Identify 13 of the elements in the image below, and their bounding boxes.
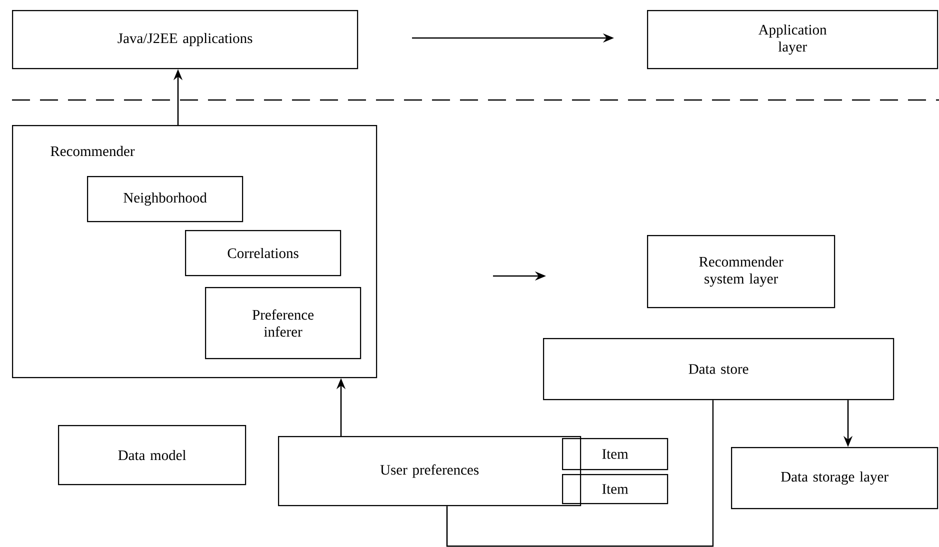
process-box: Correlations	[185, 230, 342, 276]
layer-label-box: Data storage layer	[731, 447, 938, 510]
process-box: Data store	[543, 338, 894, 400]
layer-label-box: Application layer	[647, 10, 938, 70]
process-box: Data model	[58, 425, 246, 486]
connector-line	[446, 400, 714, 547]
process-box: Java/J2EE applications	[12, 10, 358, 70]
item-box: Item	[562, 438, 668, 470]
process-box: User preferences	[278, 436, 582, 506]
process-box: Preference inferer	[205, 287, 362, 360]
layer-label-box: Recommender system layer	[647, 235, 836, 308]
item-box: Item	[562, 474, 668, 504]
process-box: Neighborhood	[87, 176, 244, 222]
